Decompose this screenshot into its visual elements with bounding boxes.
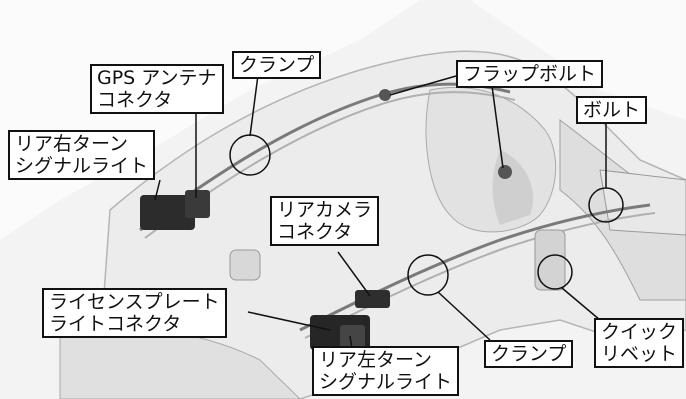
label-rear-camera: リアカメラ コネクタ — [270, 196, 380, 246]
label-clamp-bottom-line1: クランプ — [491, 343, 567, 365]
label-flap-bolt-line1: フラップボルト — [463, 63, 597, 85]
rear-right-turn-connector — [140, 195, 195, 230]
label-gps-line1: GPS アンテナ — [97, 67, 217, 89]
clamp-bottom-circle — [407, 254, 449, 296]
label-rear-left-line1: リア左ターン — [319, 349, 433, 371]
rear-bracket — [599, 169, 686, 236]
lower-harness — [299, 203, 651, 332]
leader-rear-right — [154, 179, 161, 201]
flap-bolt-head — [498, 165, 512, 179]
label-quick-rivet-line1: クイック — [601, 321, 678, 343]
label-gps-connector: GPS アンテナ コネクタ — [90, 64, 224, 114]
label-rear-left-turn: リア左ターン シグナルライト — [312, 346, 460, 396]
label-quick-rivet-line2: リベット — [601, 343, 678, 365]
label-clamp-bottom: クランプ — [484, 340, 574, 368]
label-license-plate-line1: ライセンスプレート — [49, 291, 220, 313]
label-rear-right-line2: シグナルライト — [15, 155, 149, 177]
label-rear-camera-line1: リアカメラ — [277, 199, 373, 221]
leader-rear-camera — [337, 251, 371, 297]
label-rear-right-turn: リア右ターン シグナルライト — [8, 130, 156, 180]
label-clamp-top: クランプ — [232, 51, 322, 79]
quick-rivet-body — [534, 229, 566, 291]
leader-clamp-bottom — [437, 291, 491, 341]
label-clamp-top-line1: クランプ — [239, 54, 315, 76]
gps-connector — [185, 190, 210, 218]
lower-harness-highlight — [304, 212, 656, 339]
label-rear-right-line1: リア右ターン — [15, 133, 129, 155]
label-gps-line2: コネクタ — [97, 89, 173, 111]
leader-quick-rivet — [561, 287, 601, 321]
label-bolt: ボルト — [576, 96, 648, 124]
leader-clamp-top — [249, 74, 259, 137]
quick-rivet-circle — [537, 254, 573, 290]
grommet — [229, 249, 261, 281]
leader-flap-bolt-2 — [491, 85, 504, 169]
label-rear-camera-line2: コネクタ — [277, 221, 353, 243]
label-quick-rivet: クイック リベット — [594, 318, 685, 368]
label-rear-left-line2: シグナルライト — [319, 371, 453, 393]
flap-bolt-upper — [379, 89, 391, 101]
label-license-plate-line2: ライトコネクタ — [49, 313, 182, 335]
label-license-plate: ライセンスプレート ライトコネクタ — [42, 288, 227, 338]
label-flap-bolt: フラップボルト — [456, 60, 604, 88]
label-bolt-line1: ボルト — [583, 99, 641, 121]
leader-license-plate — [247, 311, 331, 331]
rear-camera-connector — [355, 290, 390, 308]
